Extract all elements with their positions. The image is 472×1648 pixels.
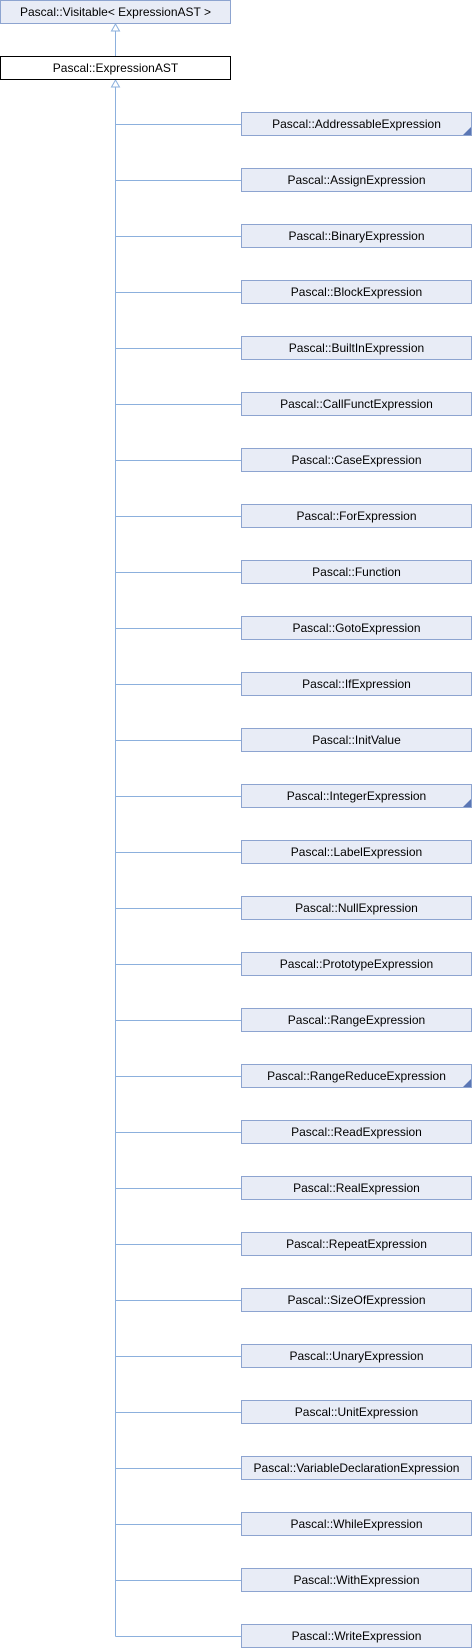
derived-class-node-write-expression[interactable]: Pascal::WriteExpression bbox=[241, 1624, 472, 1648]
derived-class-label: Pascal::WriteExpression bbox=[291, 1629, 422, 1643]
base-class-node[interactable]: Pascal::Visitable< ExpressionAST > bbox=[0, 0, 231, 24]
derived-class-label: Pascal::IfExpression bbox=[302, 677, 411, 691]
derived-class-label: Pascal::AddressableExpression bbox=[272, 117, 441, 131]
derived-class-label: Pascal::RepeatExpression bbox=[286, 1237, 427, 1251]
derived-class-label: Pascal::VariableDeclarationExpression bbox=[253, 1461, 460, 1475]
derived-class-node-function[interactable]: Pascal::Function bbox=[241, 560, 472, 584]
derived-class-node-repeat-expression[interactable]: Pascal::RepeatExpression bbox=[241, 1232, 472, 1256]
derived-class-label: Pascal::IntegerExpression bbox=[286, 789, 427, 803]
derived-class-node-label-expression[interactable]: Pascal::LabelExpression bbox=[241, 840, 472, 864]
derived-class-node-with-expression[interactable]: Pascal::WithExpression bbox=[241, 1568, 472, 1592]
derived-class-label: Pascal::SizeOfExpression bbox=[287, 1293, 426, 1307]
derived-class-node-if-expression[interactable]: Pascal::IfExpression bbox=[241, 672, 472, 696]
derived-class-node-init-value[interactable]: Pascal::InitValue bbox=[241, 728, 472, 752]
derived-class-node-null-expression[interactable]: Pascal::NullExpression bbox=[241, 896, 472, 920]
derived-class-node-while-expression[interactable]: Pascal::WhileExpression bbox=[241, 1512, 472, 1536]
derived-class-node-assign-expression[interactable]: Pascal::AssignExpression bbox=[241, 168, 472, 192]
derived-class-node-real-expression[interactable]: Pascal::RealExpression bbox=[241, 1176, 472, 1200]
more-subclasses-corner-icon bbox=[463, 799, 471, 807]
derived-class-label: Pascal::WhileExpression bbox=[290, 1517, 423, 1531]
derived-class-node-built-in-expression[interactable]: Pascal::BuiltInExpression bbox=[241, 336, 472, 360]
derived-class-label: Pascal::AssignExpression bbox=[287, 173, 426, 187]
derived-class-label: Pascal::BuiltInExpression bbox=[288, 341, 425, 355]
current-class-node: Pascal::ExpressionAST bbox=[0, 56, 231, 80]
base-class-label: Pascal::Visitable< ExpressionAST > bbox=[20, 5, 211, 19]
derived-class-label: Pascal::Function bbox=[312, 565, 401, 579]
derived-class-node-for-expression[interactable]: Pascal::ForExpression bbox=[241, 504, 472, 528]
derived-class-node-read-expression[interactable]: Pascal::ReadExpression bbox=[241, 1120, 472, 1144]
derived-class-node-addressable-expression[interactable]: Pascal::AddressableExpression bbox=[241, 112, 472, 136]
derived-class-node-case-expression[interactable]: Pascal::CaseExpression bbox=[241, 448, 472, 472]
inheritance-arrow-icon bbox=[110, 78, 121, 88]
derived-class-node-goto-expression[interactable]: Pascal::GotoExpression bbox=[241, 616, 472, 640]
more-subclasses-corner-icon bbox=[463, 1079, 471, 1087]
derived-class-node-range-reduce-expression[interactable]: Pascal::RangeReduceExpression bbox=[241, 1064, 472, 1088]
derived-class-label: Pascal::CallFunctExpression bbox=[280, 397, 433, 411]
derived-class-node-call-funct-expression[interactable]: Pascal::CallFunctExpression bbox=[241, 392, 472, 416]
derived-class-label: Pascal::UnitExpression bbox=[294, 1405, 419, 1419]
derived-class-label: Pascal::InitValue bbox=[312, 733, 401, 747]
derived-class-label: Pascal::ForExpression bbox=[296, 509, 417, 523]
inheritance-arrow-icon bbox=[110, 22, 121, 32]
current-class-label: Pascal::ExpressionAST bbox=[52, 61, 179, 75]
derived-class-label: Pascal::LabelExpression bbox=[290, 845, 423, 859]
derived-class-node-binary-expression[interactable]: Pascal::BinaryExpression bbox=[241, 224, 472, 248]
derived-class-node-range-expression[interactable]: Pascal::RangeExpression bbox=[241, 1008, 472, 1032]
derived-class-label: Pascal::GotoExpression bbox=[292, 621, 421, 635]
derived-class-label: Pascal::ReadExpression bbox=[291, 1125, 422, 1139]
derived-class-label: Pascal::BlockExpression bbox=[290, 285, 423, 299]
derived-class-label: Pascal::RealExpression bbox=[293, 1181, 420, 1195]
derived-class-node-size-of-expression[interactable]: Pascal::SizeOfExpression bbox=[241, 1288, 472, 1312]
derived-class-label: Pascal::NullExpression bbox=[295, 901, 418, 915]
derived-class-label: Pascal::WithExpression bbox=[293, 1573, 420, 1587]
derived-class-node-unary-expression[interactable]: Pascal::UnaryExpression bbox=[241, 1344, 472, 1368]
more-subclasses-corner-icon bbox=[463, 127, 471, 135]
derived-class-node-prototype-expression[interactable]: Pascal::PrototypeExpression bbox=[241, 952, 472, 976]
derived-class-node-block-expression[interactable]: Pascal::BlockExpression bbox=[241, 280, 472, 304]
derived-class-label: Pascal::RangeReduceExpression bbox=[267, 1069, 446, 1083]
derived-class-label: Pascal::BinaryExpression bbox=[288, 229, 425, 243]
derived-class-label: Pascal::CaseExpression bbox=[291, 453, 422, 467]
derived-class-node-variable-declaration-expression[interactable]: Pascal::VariableDeclarationExpression bbox=[241, 1456, 472, 1480]
derived-class-label: Pascal::PrototypeExpression bbox=[279, 957, 434, 971]
derived-class-label: Pascal::UnaryExpression bbox=[289, 1349, 424, 1363]
derived-class-node-integer-expression[interactable]: Pascal::IntegerExpression bbox=[241, 784, 472, 808]
derived-class-node-unit-expression[interactable]: Pascal::UnitExpression bbox=[241, 1400, 472, 1424]
derived-class-label: Pascal::RangeExpression bbox=[287, 1013, 426, 1027]
